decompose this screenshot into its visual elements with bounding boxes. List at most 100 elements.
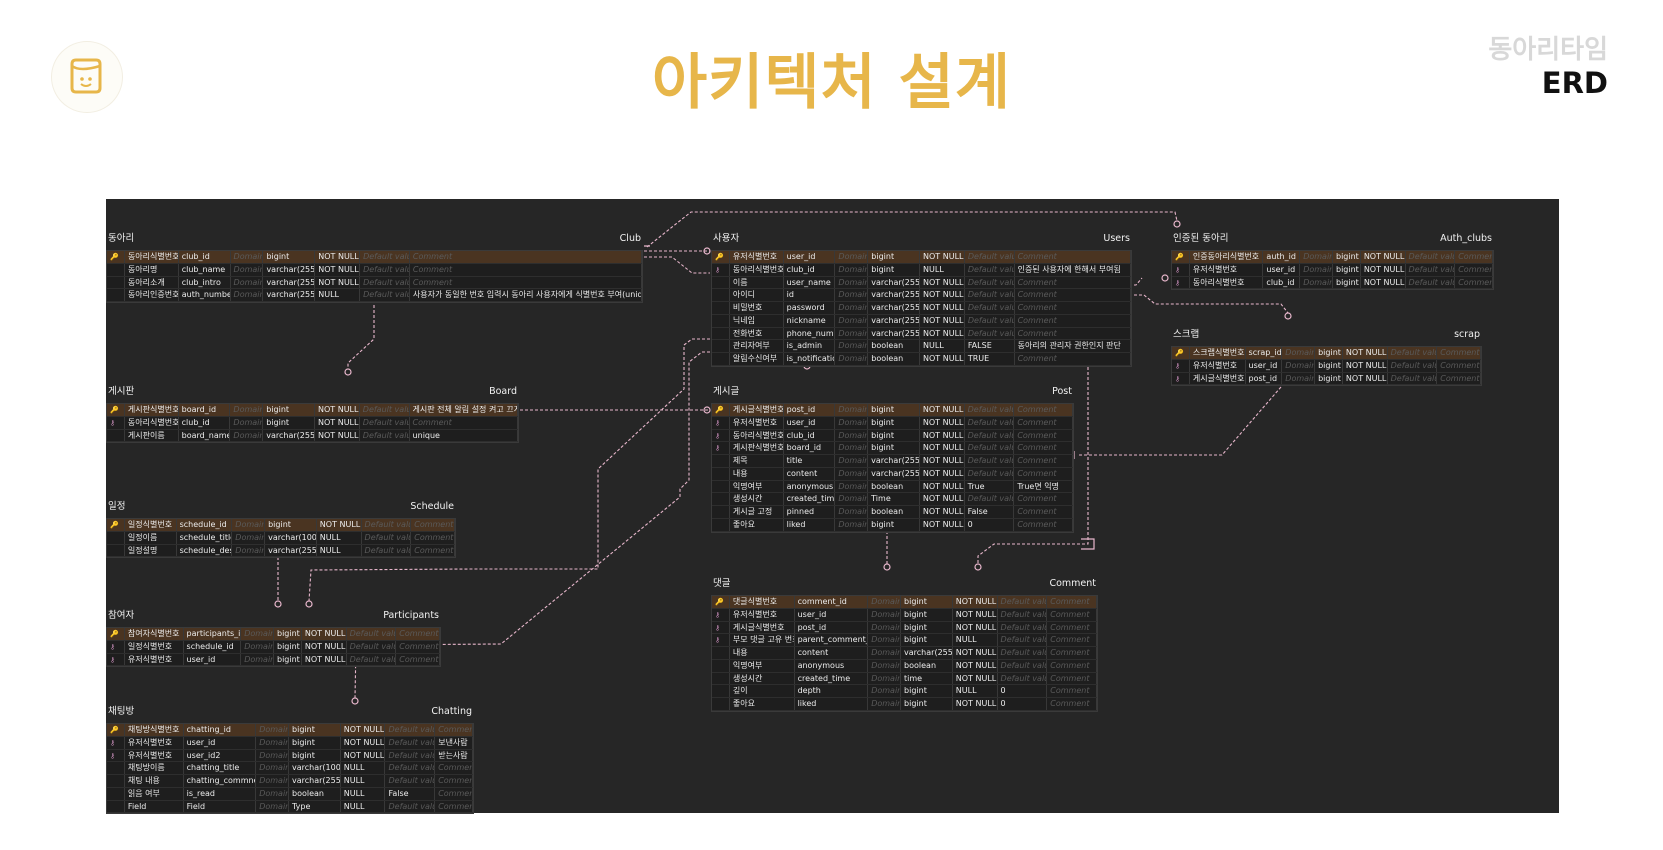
- column-comment: Comment: [1015, 251, 1131, 263]
- column-nullable: NOT NULL: [920, 518, 965, 531]
- column-default: Default value: [385, 762, 436, 774]
- table-row[interactable]: 읽음 여부is_readDomainbooleanNULLFalseCommen…: [107, 787, 473, 801]
- column-domain: Domain: [256, 775, 290, 787]
- column-type: bigint: [868, 518, 920, 531]
- key-cell: [107, 276, 125, 289]
- column-default: Default value: [360, 416, 410, 429]
- key-cell: [107, 800, 125, 813]
- key-cell: [712, 493, 730, 505]
- column-domain: Domain: [835, 506, 869, 518]
- column-type: varchar(255): [868, 276, 921, 289]
- column-name: comment_id: [795, 596, 869, 608]
- column-type: varchar(255): [265, 544, 317, 557]
- key-cell: [712, 455, 730, 467]
- column-default: FALSE: [965, 340, 1015, 352]
- column-comment: Comment: [1047, 672, 1097, 685]
- column-domain: Domain: [835, 467, 869, 480]
- column-nullable: NULL: [953, 634, 998, 646]
- rel-post-scrap: [1078, 386, 1282, 456]
- column-domain: Domain: [835, 404, 869, 416]
- column-comment: Comment: [1014, 442, 1073, 454]
- column-nullable: NOT NULL: [1361, 263, 1406, 276]
- column-nullable: NOT NULL: [341, 724, 386, 736]
- key-cell: [107, 544, 125, 557]
- column-type: bigint: [1315, 347, 1343, 359]
- column-domain: Domain: [835, 251, 869, 263]
- column-name: board_name: [179, 429, 231, 442]
- column-type: varchar(255): [263, 429, 315, 442]
- column-nullable: NOT NULL: [315, 276, 361, 289]
- table-row[interactable]: ⚷부모 댓글 고유 번호parent_comment_idDomainbigin…: [712, 634, 1097, 647]
- key-cell: [107, 762, 125, 774]
- column-korean-name: Field: [125, 800, 184, 813]
- column-nullable: NOT NULL: [315, 251, 361, 263]
- column-domain: Domain: [1282, 359, 1316, 372]
- column-nullable: NOT NULL: [1361, 276, 1406, 289]
- column-nullable: NOT NULL: [920, 467, 965, 480]
- column-default: Default value: [998, 596, 1048, 608]
